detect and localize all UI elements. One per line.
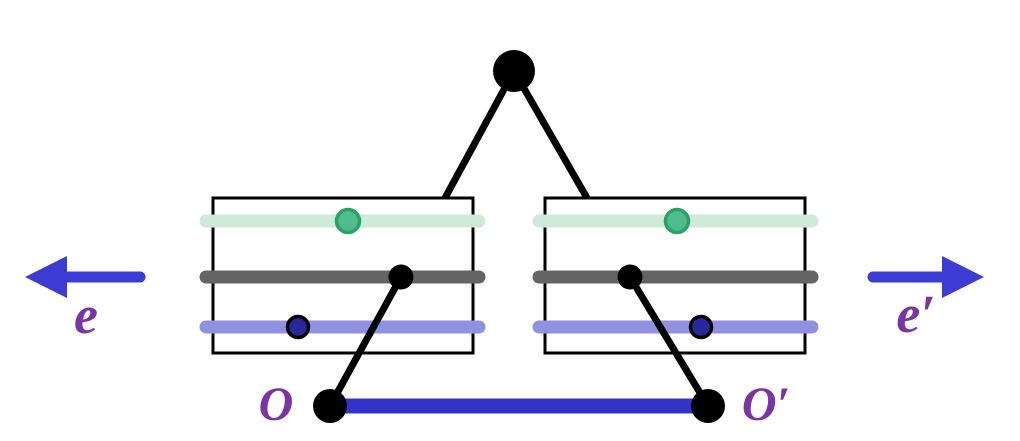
edge-right-label: e′ — [896, 284, 935, 344]
right-green-node — [663, 207, 691, 235]
left-black-node — [388, 264, 414, 290]
left-arrow-icon — [25, 256, 146, 298]
right-arrow-icon — [867, 256, 984, 298]
origin-right-label: O′ — [742, 378, 790, 431]
left-block-to-origin-edge — [326, 275, 405, 408]
edge-left-label: e — [74, 285, 98, 345]
right-black-node — [617, 264, 643, 290]
right-block-to-origin-edge — [627, 275, 711, 408]
right-arrow-head — [942, 256, 984, 298]
origin-left-label: O — [259, 378, 294, 431]
left-green-node — [334, 207, 362, 235]
apex-right-edge — [510, 69, 591, 200]
left-navy-node — [285, 314, 311, 340]
right-navy-node — [688, 314, 714, 340]
origin-left-node — [313, 389, 347, 423]
origin-right-node — [691, 389, 725, 423]
apex-node — [493, 50, 535, 92]
apex-left-edge — [441, 69, 518, 200]
left-arrow-head — [25, 256, 67, 298]
